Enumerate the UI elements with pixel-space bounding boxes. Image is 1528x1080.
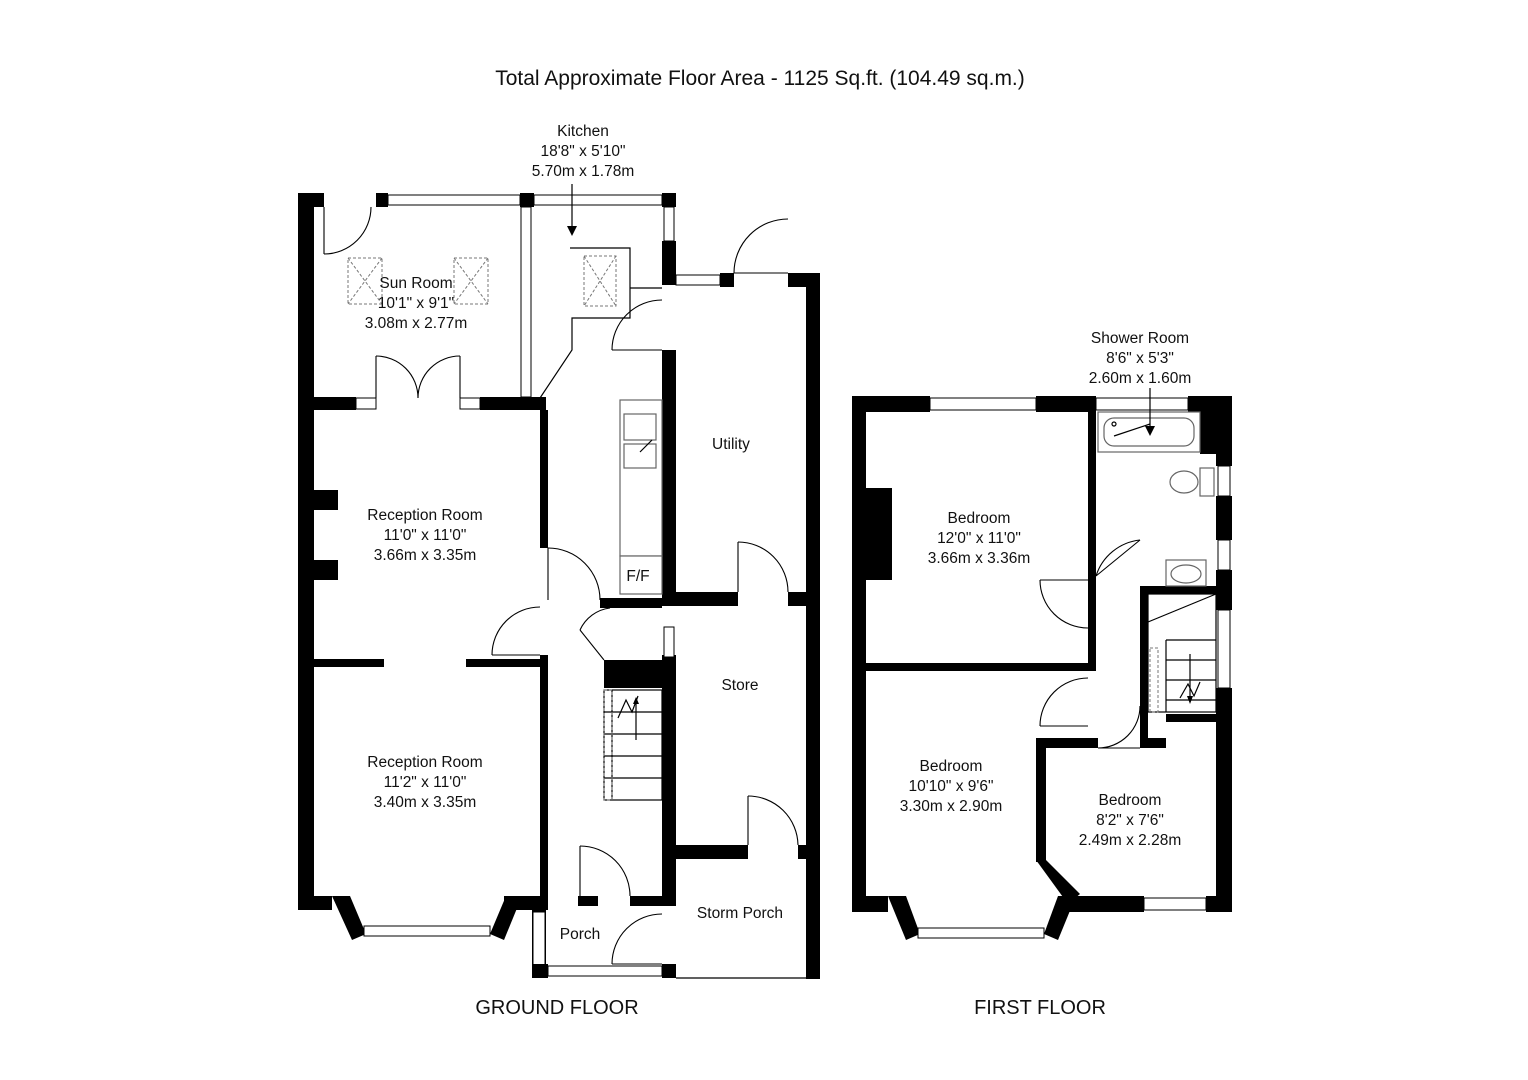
svg-text:3.66m x 3.35m: 3.66m x 3.35m [374,547,477,564]
reception-room-label: Reception Room 11'2" x 11'0" 3.40m x 3.3… [367,754,482,811]
svg-text:Sun Room: Sun Room [379,275,452,292]
first-floor-label: FIRST FLOOR [974,997,1106,1019]
skylight-icon [583,255,617,307]
svg-text:10'10" x 9'6": 10'10" x 9'6" [908,778,993,795]
svg-text:Bedroom: Bedroom [1099,792,1162,809]
sun-room-label: Sun Room 10'1" x 9'1" 3.08m x 2.77m [365,275,468,332]
svg-text:2.49m x 2.28m: 2.49m x 2.28m [1079,832,1182,849]
porch-label: Porch [560,926,601,943]
first-floor-plan: Shower Room 8'6" x 5'3" 2.60m x 1.60m Be… [852,330,1232,1019]
svg-text:8'2" x 7'6": 8'2" x 7'6" [1096,812,1164,829]
door-icon [491,606,541,656]
door-icon [579,607,611,661]
svg-text:Kitchen: Kitchen [557,123,609,140]
skylight-icon [453,257,489,305]
bedroom-label: Bedroom 8'2" x 7'6" 2.49m x 2.28m [1079,792,1182,849]
svg-text:11'0" x 11'0": 11'0" x 11'0" [384,527,467,544]
door-icon [547,547,601,601]
svg-text:18'8" x 5'10": 18'8" x 5'10" [540,143,625,160]
svg-text:12'0" x 11'0": 12'0" x 11'0" [937,530,1021,547]
total-floor-area-title: Total Approximate Floor Area - 1125 Sq.f… [495,67,1025,90]
svg-text:11'2" x 11'0": 11'2" x 11'0" [384,774,467,791]
reception-room-label: Reception Room 11'0" x 11'0" 3.66m x 3.3… [367,507,482,564]
door-icon [737,541,789,593]
door-icon [611,299,663,351]
svg-text:3.40m x 3.35m: 3.40m x 3.35m [374,794,477,811]
door-icon [375,355,419,399]
door-icon [1097,705,1141,749]
shower-room-label: Shower Room 8'6" x 5'3" 2.60m x 1.60m [1089,330,1192,387]
basin-icon [1165,559,1207,587]
store-label: Store [721,677,758,694]
svg-text:3.08m x 2.77m: 3.08m x 2.77m [365,315,468,332]
toilet-icon [1169,467,1215,497]
door-icon [733,218,789,274]
door-icon [1039,579,1089,629]
svg-text:3.30m x 2.90m: 3.30m x 2.90m [900,798,1003,815]
bedroom-label: Bedroom 12'0" x 11'0" 3.66m x 3.36m [928,510,1031,567]
door-icon [417,355,461,399]
door-icon [323,206,372,255]
svg-text:2.60m x 1.60m: 2.60m x 1.60m [1089,370,1192,387]
kitchen-label: Kitchen 18'8" x 5'10" 5.70m x 1.78m [532,123,635,180]
door-icon [579,845,631,897]
storm-porch-label: Storm Porch [697,905,783,922]
ground-floor-plan: F/F Kitchen 18'8" x 5'10" 5.70m x 1.78m … [298,123,820,1019]
utility-label: Utility [712,436,750,453]
svg-text:Reception Room: Reception Room [367,754,482,771]
svg-text:10'1" x 9'1": 10'1" x 9'1" [378,295,454,312]
skylight-icon [347,257,383,305]
fridge-freezer-label: F/F [626,568,649,585]
svg-text:8'6" x 5'3": 8'6" x 5'3" [1106,350,1174,367]
door-icon [611,913,663,965]
ground-floor-label: GROUND FLOOR [475,997,638,1019]
svg-text:Bedroom: Bedroom [948,510,1011,527]
svg-text:5.70m x 1.78m: 5.70m x 1.78m [532,163,635,180]
fridge-freezer [619,555,663,595]
svg-text:Reception Room: Reception Room [367,507,482,524]
door-icon [1039,677,1089,727]
svg-text:Shower Room: Shower Room [1091,330,1189,347]
svg-text:Bedroom: Bedroom [920,758,983,775]
bedroom-label: Bedroom 10'10" x 9'6" 3.30m x 2.90m [900,758,1003,815]
sink-icon [619,399,663,557]
door-icon [1095,539,1141,577]
svg-text:3.66m x 3.36m: 3.66m x 3.36m [928,550,1031,567]
door-icon [747,795,799,846]
